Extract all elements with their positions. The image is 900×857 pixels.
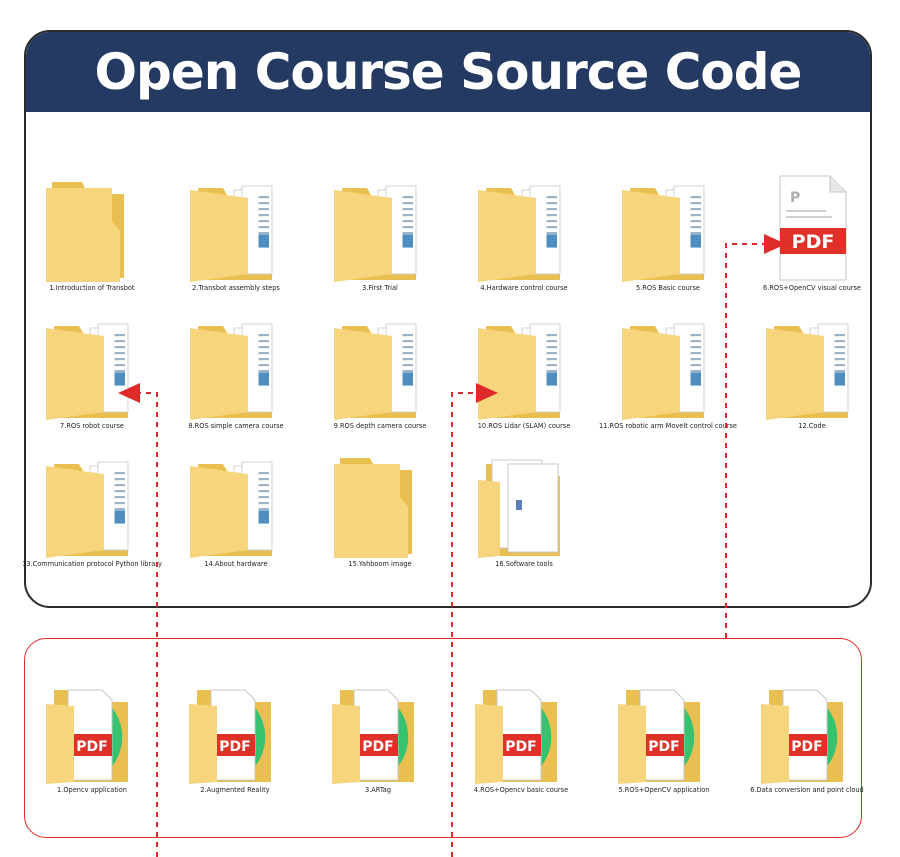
- pdf-folder-icon: PDF: [46, 689, 128, 784]
- doc-folder-icon: [190, 461, 273, 558]
- folder-item-label: 8.ROS simple camera course: [188, 422, 284, 430]
- folder-item-label: 7.ROS robot course: [60, 422, 124, 430]
- doc-folder-icon: [334, 185, 417, 282]
- pdf-folder-icon: PDF: [189, 689, 271, 784]
- folder-item[interactable]: PDF 5.ROS+OpenCV application: [594, 672, 734, 802]
- folder-item-label: 4.Hardware control course: [480, 284, 568, 292]
- folder-item[interactable]: 16.Software tools: [454, 446, 594, 576]
- folder-item[interactable]: 1.Introduction of Transbot: [22, 170, 162, 300]
- folder-item-label: 10.ROS Lidar (SLAM) course: [477, 422, 571, 430]
- folder-item[interactable]: 5.ROS Basic course: [598, 170, 738, 300]
- folder-item-label: 9.ROS depth camera course: [333, 422, 427, 430]
- doc-folder-icon: [46, 323, 129, 420]
- doc-folder-icon: [766, 323, 849, 420]
- folder-item[interactable]: 13.Communication protocol Python library: [22, 446, 162, 576]
- folder-item[interactable]: PDF 3.ARTag: [308, 672, 448, 802]
- svg-text:PDF: PDF: [76, 739, 107, 755]
- svg-text:PDF: PDF: [505, 739, 536, 755]
- doc-folder-icon: [334, 323, 417, 420]
- svg-text:PDF: PDF: [791, 739, 822, 755]
- folder-item-label: 6.ROS+OpenCV visual course: [763, 284, 861, 292]
- doc-folder-icon: [622, 185, 705, 282]
- folder-item-label: 2.Augmented Reality: [200, 786, 270, 794]
- folder-item[interactable]: 8.ROS simple camera course: [166, 308, 306, 438]
- doc-folder-icon: [478, 323, 561, 420]
- folder-item-label: 16.Software tools: [495, 560, 553, 568]
- folder-item-label: 14.About hardware: [204, 560, 268, 568]
- folder-item[interactable]: P PDF 6.ROS+OpenCV visual course: [742, 170, 882, 300]
- folder-item-label: 6.Data conversion and point cloud: [750, 786, 864, 794]
- pdf-file-icon: P PDF: [779, 175, 847, 281]
- pdf-folder-icon: PDF: [332, 689, 414, 784]
- folder-item-label: 5.ROS Basic course: [636, 284, 700, 292]
- svg-text:PDF: PDF: [792, 231, 835, 253]
- doc-folder-icon: [190, 185, 273, 282]
- folder-item[interactable]: 10.ROS Lidar (SLAM) course: [454, 308, 594, 438]
- folder-item[interactable]: 15.Yahboom image: [310, 446, 450, 576]
- folder-item[interactable]: PDF 1.Opencv application: [22, 672, 162, 802]
- svg-text:PDF: PDF: [362, 739, 393, 755]
- folder-item[interactable]: 14.About hardware: [166, 446, 306, 576]
- folder-item-label: 5.ROS+OpenCV application: [618, 786, 710, 794]
- folder-item-label: 4.ROS+Opencv basic course: [473, 786, 569, 794]
- svg-text:PDF: PDF: [648, 739, 679, 755]
- software-folder-icon: [478, 459, 560, 558]
- banner: Open Course Source Code: [26, 32, 870, 112]
- folder-item[interactable]: 3.First Trial: [310, 170, 450, 300]
- folder-item[interactable]: 2.Transbot assembly steps: [166, 170, 306, 300]
- folder-item-label: 3.ARTag: [364, 786, 392, 794]
- doc-folder-icon: [478, 185, 561, 282]
- svg-text:PDF: PDF: [219, 739, 250, 755]
- folder-item-label: 12.Code: [798, 422, 826, 430]
- folder-item-label: 1.Opencv application: [57, 786, 127, 794]
- folder-item[interactable]: PDF 2.Augmented Reality: [165, 672, 305, 802]
- folder-item-label: 2.Transbot assembly steps: [192, 284, 280, 292]
- folder-item[interactable]: 9.ROS depth camera course: [310, 308, 450, 438]
- empty-folder-icon: [334, 458, 412, 558]
- folder-item-label: 13.Communication protocol Python library: [22, 560, 162, 568]
- doc-folder-icon: [46, 461, 129, 558]
- folder-item[interactable]: PDF 6.Data conversion and point cloud: [737, 672, 877, 802]
- pdf-folder-icon: PDF: [761, 689, 843, 784]
- folder-item-label: 11.ROS robotic arm MoveIt control course: [599, 422, 737, 430]
- svg-text:P: P: [790, 190, 800, 206]
- sub-folder-group: [24, 638, 862, 838]
- folder-item[interactable]: 12.Code: [742, 308, 882, 438]
- doc-folder-icon: [622, 323, 705, 420]
- pdf-folder-icon: PDF: [475, 689, 557, 784]
- folder-item[interactable]: 7.ROS robot course: [22, 308, 162, 438]
- folder-item[interactable]: PDF 4.ROS+Opencv basic course: [451, 672, 591, 802]
- empty-folder-icon: [46, 182, 124, 282]
- page-title: Open Course Source Code: [94, 43, 803, 101]
- folder-item-label: 3.First Trial: [362, 284, 398, 292]
- pdf-folder-icon: PDF: [618, 689, 700, 784]
- folder-item[interactable]: 11.ROS robotic arm MoveIt control course: [598, 308, 738, 438]
- folder-item-label: 15.Yahboom image: [348, 560, 412, 568]
- folder-item-label: 1.Introduction of Transbot: [49, 284, 135, 292]
- folder-item[interactable]: 4.Hardware control course: [454, 170, 594, 300]
- doc-folder-icon: [190, 323, 273, 420]
